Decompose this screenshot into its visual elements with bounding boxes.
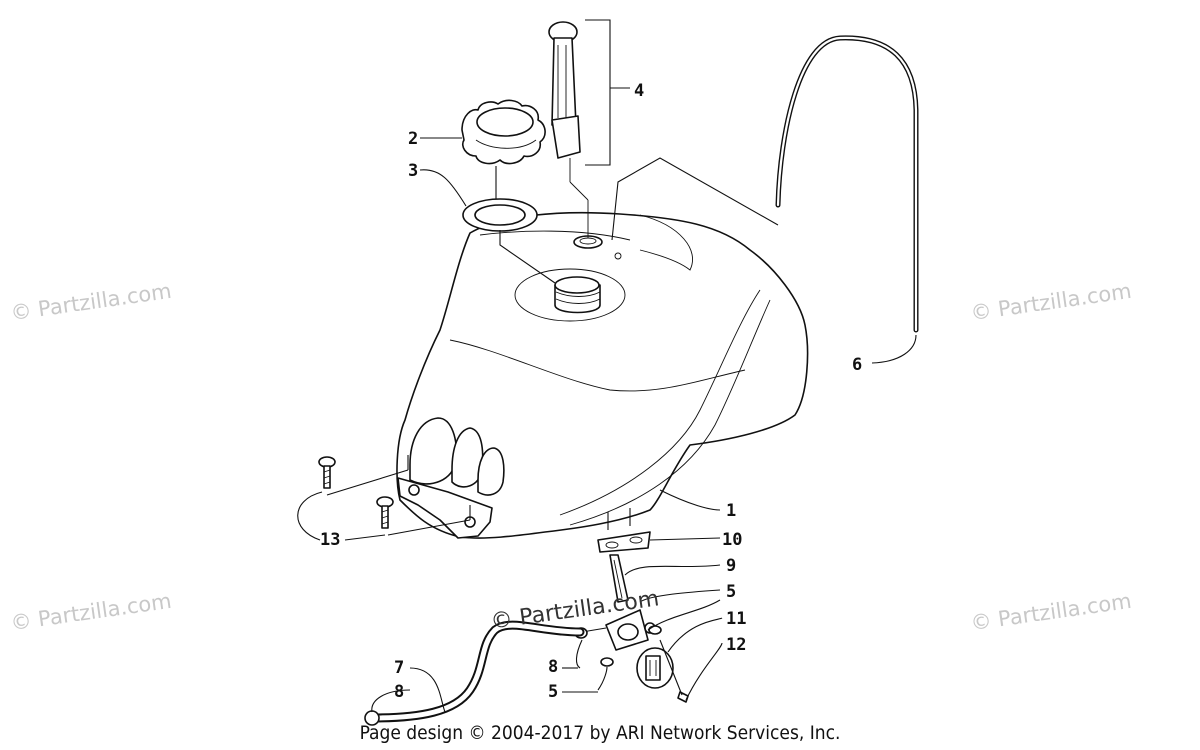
- callout-3: 3: [408, 161, 418, 181]
- fuel-tank[interactable]: [396, 211, 809, 539]
- tank-screw-lower[interactable]: [376, 496, 394, 529]
- valve-gasket[interactable]: [597, 531, 651, 553]
- gas-cap[interactable]: [461, 99, 546, 165]
- callout-12: 12: [726, 635, 746, 655]
- callout-9: 9: [726, 556, 736, 576]
- tank-screw-upper[interactable]: [318, 456, 336, 489]
- knob-screw[interactable]: [677, 691, 689, 703]
- valve-knob[interactable]: [636, 647, 674, 689]
- callout-7: 7: [394, 658, 404, 678]
- callout-11: 11: [726, 609, 746, 629]
- callout-6: 6: [852, 355, 862, 375]
- fuel-gauge[interactable]: [548, 21, 589, 238]
- cap-gasket[interactable]: [462, 198, 538, 232]
- valve-nut-lower[interactable]: [600, 657, 614, 667]
- callout-10: 10: [722, 530, 742, 550]
- callout-5-upper: 5: [726, 582, 736, 602]
- callout-4: 4: [634, 81, 644, 101]
- valve-nut-upper[interactable]: [648, 625, 662, 635]
- callout-13: 13: [320, 530, 340, 550]
- callout-1: 1: [726, 501, 736, 521]
- fuel-strainer[interactable]: [609, 554, 629, 603]
- callout-2: 2: [408, 129, 418, 149]
- callout-8-lower: 8: [394, 682, 404, 702]
- copyright-footer: Page design © 2004-2017 by ARI Network S…: [359, 722, 841, 744]
- callout-8-upper: 8: [548, 657, 558, 677]
- callout-5-lower: 5: [548, 682, 558, 702]
